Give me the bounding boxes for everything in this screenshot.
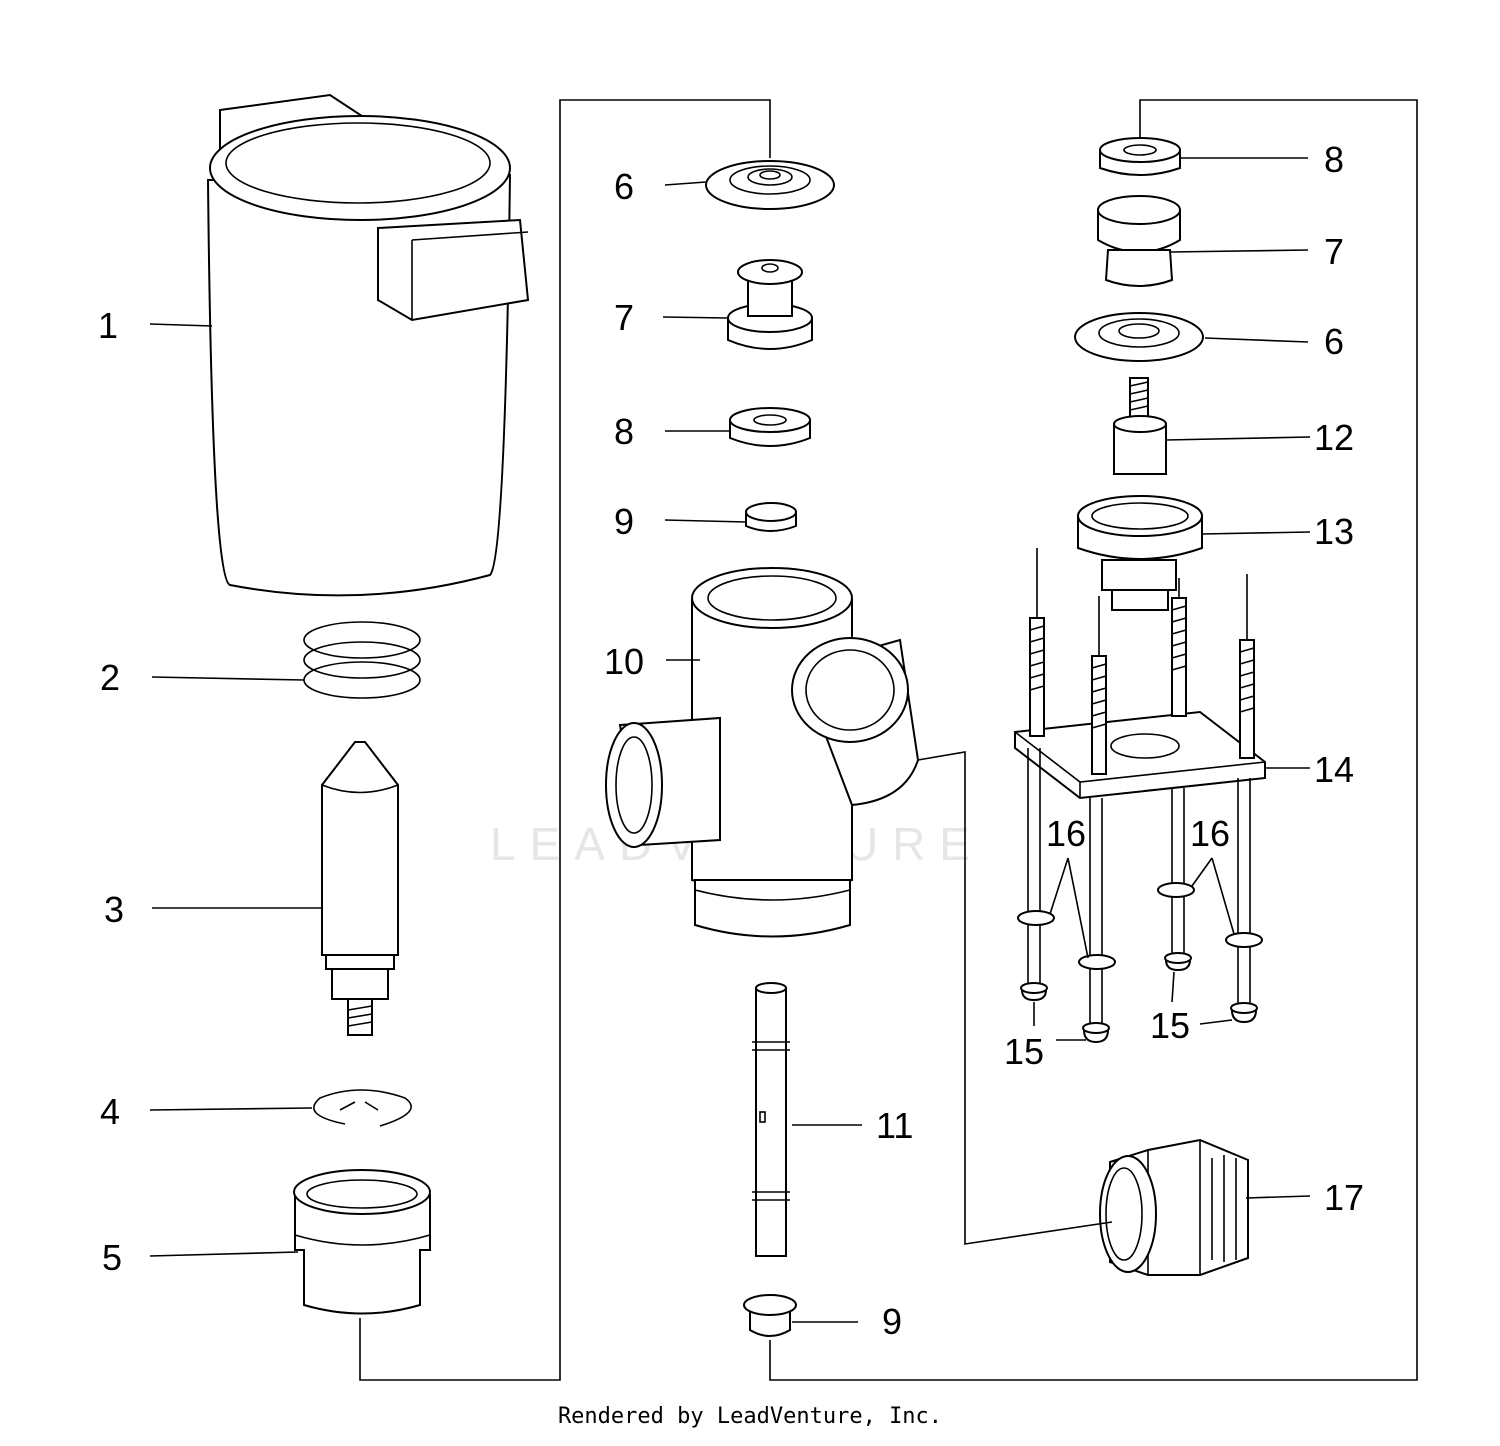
callout-labels: 1 2 3 4 5 6 7 8 9 10 11 9 8 7 6 12 13 14… xyxy=(98,139,1364,1342)
part-8-washer-center[interactable] xyxy=(729,407,811,447)
part-2-spring[interactable] xyxy=(303,621,421,699)
part-7-valve-center[interactable] xyxy=(727,259,813,350)
part-6-diaphragm-right[interactable] xyxy=(1074,312,1204,362)
part-10-valve-body[interactable] xyxy=(605,567,920,938)
group-bracket-left xyxy=(359,99,771,1381)
callout-14: 14 xyxy=(1314,749,1354,790)
callout-8-center: 8 xyxy=(614,411,634,452)
part-8-washer-right[interactable] xyxy=(1099,137,1181,176)
callout-13: 13 xyxy=(1314,511,1354,552)
callout-4: 4 xyxy=(100,1091,120,1132)
callout-7-right: 7 xyxy=(1324,231,1344,272)
callout-10: 10 xyxy=(604,641,644,682)
callout-16-right: 16 xyxy=(1190,813,1230,854)
callout-12: 12 xyxy=(1314,417,1354,458)
callout-1: 1 xyxy=(98,305,118,346)
part-6-diaphragm-center[interactable] xyxy=(705,160,835,210)
part-1-bowl[interactable] xyxy=(206,93,530,597)
part-9-seal-bottom[interactable] xyxy=(743,1294,797,1337)
render-credit-footer: Rendered by LeadVenture, Inc. xyxy=(557,1404,943,1429)
part-15-screw-heads[interactable] xyxy=(1020,952,1258,1044)
callout-9-bottom: 9 xyxy=(882,1301,902,1342)
part-9-seal-center[interactable] xyxy=(745,502,797,532)
part-4-retaining-clip[interactable] xyxy=(313,1089,412,1127)
callout-6-right: 6 xyxy=(1324,321,1344,362)
callout-16-left: 16 xyxy=(1046,813,1086,854)
callout-9-center: 9 xyxy=(614,501,634,542)
part-14-mounting-plate[interactable] xyxy=(1014,548,1266,1030)
part-12-threaded-insert[interactable] xyxy=(1113,377,1167,475)
callout-15-right: 15 xyxy=(1150,1005,1190,1046)
part-7-valve-right[interactable] xyxy=(1097,195,1181,287)
group-bracket-right xyxy=(769,99,1418,1381)
part-3-plunger[interactable] xyxy=(321,741,399,1036)
callout-17: 17 xyxy=(1324,1177,1364,1218)
callout-7-center: 7 xyxy=(614,297,634,338)
callout-11: 11 xyxy=(876,1105,913,1146)
part-13-valve-cap[interactable] xyxy=(1077,495,1203,611)
callout-5: 5 xyxy=(102,1237,122,1278)
part-16-washers[interactable] xyxy=(1017,882,1263,970)
part-5-bushing[interactable] xyxy=(293,1169,431,1315)
callout-2: 2 xyxy=(100,657,120,698)
callout-3: 3 xyxy=(104,889,124,930)
part-17-hex-fitting[interactable] xyxy=(1099,1138,1249,1276)
leader-lines xyxy=(149,157,1311,1323)
callout-8-right: 8 xyxy=(1324,139,1344,180)
callout-15-left: 15 xyxy=(1004,1031,1044,1072)
part-11-stem-tube[interactable] xyxy=(752,982,790,1257)
callout-6-center: 6 xyxy=(614,166,634,207)
